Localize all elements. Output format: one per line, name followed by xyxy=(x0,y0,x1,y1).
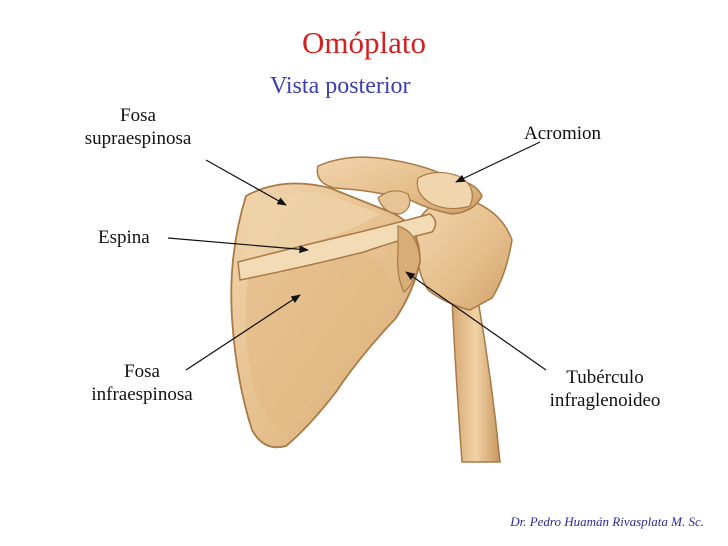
label-fosa-infraespinosa: Fosa infraespinosa xyxy=(72,360,212,406)
label-tuberculo-infraglenoideo: Tubérculo infraglenoideo xyxy=(532,366,678,412)
label-tuberculo-line2: infraglenoideo xyxy=(549,390,661,411)
page-title: Omóplato xyxy=(0,26,728,60)
page-subtitle: Vista posterior xyxy=(270,73,411,99)
label-tuberculo-line1: Tubérculo xyxy=(566,367,644,388)
label-espina: Espina xyxy=(98,227,150,248)
label-fosa-supraespinosa-line1: Fosa xyxy=(120,105,156,126)
label-fosa-supraespinosa: Fosa supraespinosa xyxy=(68,104,208,150)
label-fosa-infraespinosa-line1: Fosa xyxy=(124,361,160,382)
title-text: Omóplato xyxy=(302,25,426,60)
coracoid-process xyxy=(377,190,411,215)
humerus-shaft xyxy=(451,299,501,463)
pointer-fosa-infraespinosa xyxy=(185,294,301,371)
pointer-acromion xyxy=(455,141,541,183)
pointer-tuberculo-infraglenoideo xyxy=(405,271,547,371)
label-acromion: Acromion xyxy=(524,123,602,144)
scapular-spine xyxy=(237,213,437,281)
label-fosa-supraespinosa-line2: supraespinosa xyxy=(84,128,192,149)
pointer-fosa-supraespinosa xyxy=(205,159,287,206)
pointer-espina xyxy=(167,237,309,254)
label-fosa-infraespinosa-line2: infraespinosa xyxy=(91,384,193,405)
supraspinous-fossa-shade xyxy=(244,192,380,262)
author-credit: Dr. Pedro Huamán Rivasplata M. Sc. xyxy=(510,514,704,529)
infraspinous-fossa-shade xyxy=(245,252,392,430)
